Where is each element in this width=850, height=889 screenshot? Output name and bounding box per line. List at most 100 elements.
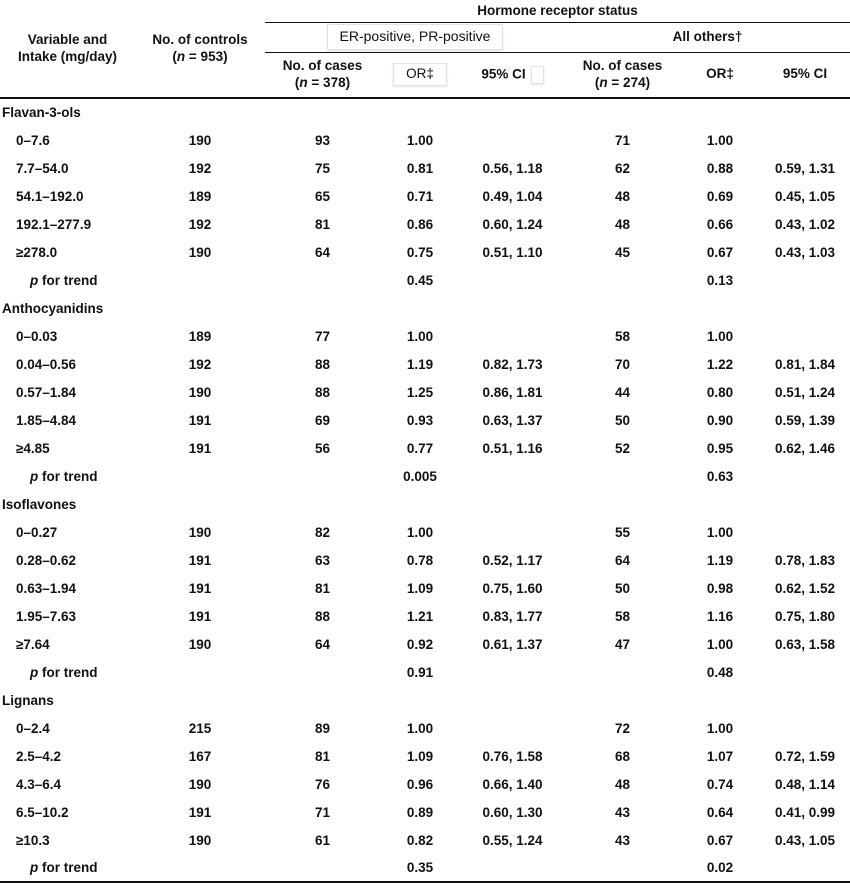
- cell-controls: 190: [188, 132, 212, 148]
- n-symbol: n: [176, 48, 186, 64]
- p-label-text: for trend: [38, 860, 98, 875]
- cell-cases-others: 47: [614, 636, 631, 652]
- cell-empty: [760, 658, 850, 686]
- cell-cases-erpr: 81: [314, 216, 331, 232]
- cell-ci-erpr: 0.56, 1.18: [482, 160, 543, 176]
- cell-ci-erpr: 0.82, 1.73: [482, 356, 543, 372]
- cell-or-others: 0.67: [706, 832, 734, 848]
- header-row-1: Variable and Intake (mg/day) No. of cont…: [0, 0, 850, 99]
- cell-controls: 191: [188, 440, 212, 456]
- all-others-group-header: All others†: [565, 22, 850, 53]
- table-row: 0–0.03 189 77 1.00 58 1.00: [0, 322, 850, 350]
- cell-or-erpr: 0.71: [406, 188, 434, 204]
- p-symbol: p: [30, 860, 39, 875]
- section-row: Flavan-3-ols: [0, 98, 850, 126]
- cell-or-erpr: 1.00: [406, 720, 434, 736]
- cell-ci-erpr: 0.49, 1.04: [482, 188, 543, 204]
- or-erpr-highlight-box: OR‡: [393, 63, 447, 87]
- cell-intake: 0–7.6: [16, 132, 50, 148]
- table-row: ≥4.85 191 56 0.77 0.51, 1.16 52 0.95 0.6…: [0, 434, 850, 462]
- cell-cases-erpr: 75: [314, 160, 331, 176]
- cell-controls: 190: [188, 384, 212, 400]
- cell-ci-erpr: [460, 714, 565, 742]
- cell-or-erpr: 0.82: [406, 832, 434, 848]
- cell-controls: 190: [188, 244, 212, 260]
- cell-empty: [460, 658, 565, 686]
- cell-intake: 0–2.4: [16, 720, 50, 736]
- cell-cases-erpr: 88: [314, 384, 331, 400]
- cell-intake: 4.3–6.4: [16, 776, 62, 792]
- cell-cases-erpr: 89: [314, 720, 331, 736]
- hormone-receptor-status-header: Hormone receptor status: [265, 0, 850, 23]
- cell-or-others: 0.64: [706, 804, 734, 820]
- cell-cases-others: 58: [614, 608, 631, 624]
- cell-cases-erpr: 61: [314, 832, 331, 848]
- cell-ci-erpr: 0.60, 1.24: [482, 216, 543, 232]
- variable-header-line1: Variable and: [27, 31, 108, 47]
- section-row: Lignans: [0, 686, 850, 714]
- cell-ci-erpr: 0.66, 1.40: [482, 776, 543, 792]
- cell-intake: 0.04–0.56: [16, 356, 77, 372]
- cell-intake: ≥4.85: [16, 440, 50, 456]
- cell-ci-erpr: 0.75, 1.60: [482, 580, 543, 596]
- cell-cases-erpr: 76: [314, 776, 331, 792]
- section-name: Flavan-3-ols: [2, 105, 81, 120]
- controls-header-line1: No. of controls: [152, 31, 248, 47]
- p-label-text: for trend: [38, 272, 98, 288]
- cell-cases-erpr: 82: [314, 524, 331, 540]
- cell-cases-erpr: 64: [314, 636, 331, 652]
- header-row-3: No. of cases (n = 378) OR‡ 95% CI No. of…: [0, 52, 850, 99]
- cell-cases-others: 45: [614, 244, 631, 260]
- p-for-trend-row: p for trend 0.35 0.02: [0, 854, 850, 882]
- cell-ci-erpr: 0.60, 1.30: [482, 804, 543, 820]
- cell-intake: 0–0.03: [16, 328, 58, 344]
- cell-or-erpr: 1.25: [406, 384, 434, 400]
- cell-intake: 0.63–1.94: [16, 580, 77, 596]
- table-row: ≥278.0 190 64 0.75 0.51, 1.10 45 0.67 0.…: [0, 238, 850, 266]
- cell-cases-erpr: 71: [314, 804, 331, 820]
- cell-intake: ≥7.64: [16, 636, 50, 652]
- cell-or-erpr: 1.09: [406, 748, 434, 764]
- cell-ci-others: 0.48, 1.14: [774, 776, 836, 792]
- section-name: Isoflavones: [2, 496, 77, 512]
- cell-ci-erpr: [460, 322, 565, 350]
- cell-intake: 1.95–7.63: [16, 608, 77, 624]
- cell-intake: 6.5–10.2: [16, 804, 69, 820]
- cell-cases-erpr: 77: [314, 328, 331, 344]
- er-pr-positive-group-header: ER-positive, PR-positive: [265, 22, 565, 53]
- cell-cases-others: 62: [614, 160, 631, 176]
- cell-or-others: 1.07: [706, 748, 734, 764]
- cell-or-others: 1.00: [706, 636, 734, 652]
- cell-or-others: 1.19: [706, 552, 734, 568]
- cell-ci-others: 0.43, 1.02: [774, 216, 836, 232]
- cell-cases-erpr: 69: [314, 412, 331, 428]
- cell-controls: 192: [188, 216, 212, 232]
- cell-cases-erpr: 64: [314, 244, 331, 260]
- col-header-cases-erpr: No. of cases (n = 378): [265, 52, 380, 99]
- p-for-trend-row: p for trend 0.005 0.63: [0, 462, 850, 490]
- cell-ci-erpr: 0.51, 1.16: [482, 440, 543, 456]
- cell-ci-erpr: 0.61, 1.37: [482, 636, 543, 652]
- cell-p-erpr: 0.45: [406, 272, 434, 288]
- cell-ci-others: 0.41, 0.99: [774, 804, 836, 820]
- section-row: Isoflavones: [0, 490, 850, 518]
- cell-cases-erpr: 93: [314, 132, 331, 148]
- controls-header-line2: (n = 953): [172, 48, 228, 64]
- cell-cases-erpr: 56: [314, 440, 331, 456]
- p-symbol: p: [30, 664, 39, 680]
- cell-cases-erpr: 63: [314, 552, 331, 568]
- cell-ci-erpr: [460, 126, 565, 154]
- table-row: ≥10.3 190 61 0.82 0.55, 1.24 43 0.67 0.4…: [0, 826, 850, 854]
- cell-intake: 0.28–0.62: [16, 552, 77, 568]
- cell-ci-erpr: 0.55, 1.24: [482, 832, 543, 848]
- cell-cases-others: 48: [614, 216, 631, 232]
- cell-or-erpr: 0.81: [406, 160, 434, 176]
- cell-intake: 1.85–4.84: [16, 412, 77, 428]
- cell-controls: 190: [188, 524, 212, 540]
- cell-cases-erpr: 65: [314, 188, 331, 204]
- cell-controls: 192: [188, 356, 212, 372]
- cell-or-erpr: 0.96: [406, 776, 434, 792]
- col-header-variable: Variable and Intake (mg/day): [0, 0, 135, 99]
- table-row: 6.5–10.2 191 71 0.89 0.60, 1.30 43 0.64 …: [0, 798, 850, 826]
